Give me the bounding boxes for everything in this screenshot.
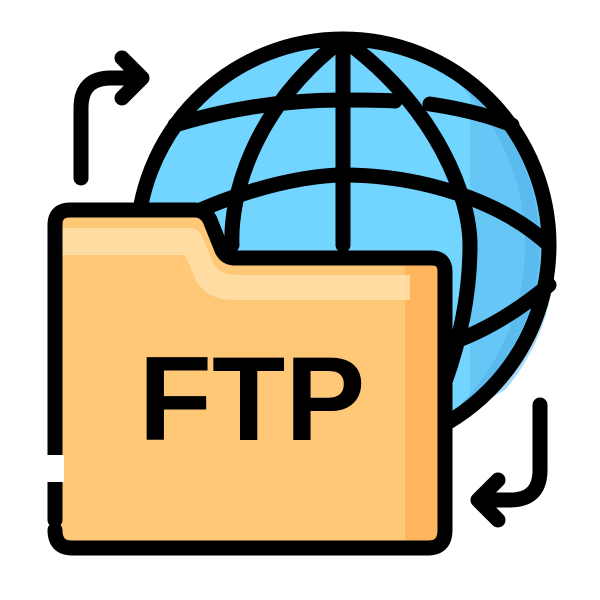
sync-arrow-up-icon: [73, 50, 150, 186]
folder-icon: FTP: [46, 202, 453, 556]
ftp-label: FTP: [139, 332, 366, 466]
sync-arrow-down-icon: [470, 397, 548, 528]
